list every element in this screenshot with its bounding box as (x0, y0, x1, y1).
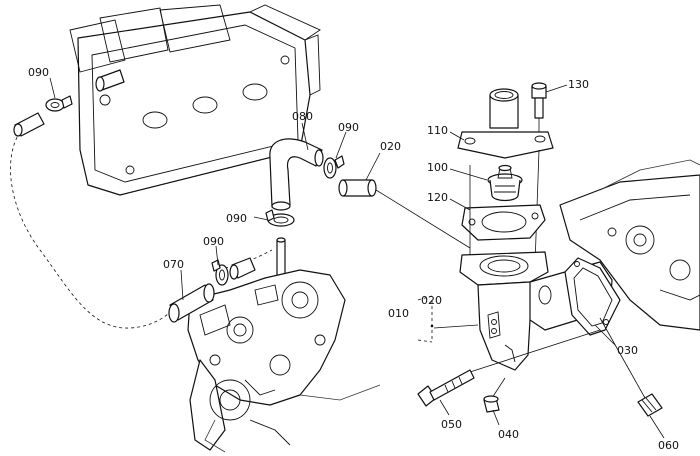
pipe-020-upper (338, 179, 377, 197)
callout-020-upper: 020 (380, 140, 401, 153)
clamp-090-upper-left (45, 95, 73, 112)
water-pump-body (187, 269, 346, 406)
pipe-020-alignment-line (375, 189, 471, 249)
callout-010: 010 (388, 307, 409, 320)
callout-080: 080 (292, 110, 313, 123)
clamp-090-lower (211, 259, 229, 286)
callout-030: 030 (617, 344, 638, 357)
callout-070: 070 (163, 258, 184, 271)
callout-060: 060 (658, 439, 679, 452)
hose-070 (168, 283, 215, 323)
pipe-stub-lower (229, 257, 256, 280)
callout-010-bracket (417, 295, 434, 343)
plug-040-axis-line (491, 377, 506, 399)
callout-090-lower: 090 (203, 235, 224, 248)
bolt-050 (417, 369, 475, 407)
callout-120: 120 (427, 191, 448, 204)
callout-020-lower: 020 (421, 294, 442, 307)
hose-route-line (10, 131, 173, 329)
gasket-120 (461, 204, 546, 241)
engine-block-right (559, 159, 700, 331)
clamp-090-middle (265, 209, 295, 227)
callout-090-upper-right: 090 (338, 121, 359, 134)
callout-130: 130 (568, 78, 589, 91)
pump-inlet-nipple (276, 237, 286, 279)
head-bypass-fitting (95, 69, 125, 92)
callout-leaders (49, 77, 665, 439)
callout-090-upper-left: 090 (28, 66, 49, 79)
callout-050: 050 (441, 418, 462, 431)
clamp-090-upper-right (323, 155, 345, 179)
engine-block-lower-left (189, 359, 381, 453)
bolt-050-axis-line (469, 329, 601, 373)
callout-090-middle: 090 (226, 212, 247, 225)
hose-stub-upper-left (13, 112, 45, 137)
thermostat-100 (487, 164, 523, 202)
bolt-130 (531, 82, 547, 119)
hose-080 (269, 138, 324, 211)
plug-060 (637, 393, 663, 417)
plug-040 (483, 395, 500, 413)
thermostat-cover-110 (457, 88, 554, 159)
callout-100: 100 (427, 161, 448, 174)
callout-110: 110 (427, 124, 448, 137)
hose-route-line-2 (224, 249, 273, 269)
plug-060-axis-line (599, 317, 646, 399)
gasket-030 (564, 257, 621, 336)
callout-040: 040 (498, 428, 519, 441)
